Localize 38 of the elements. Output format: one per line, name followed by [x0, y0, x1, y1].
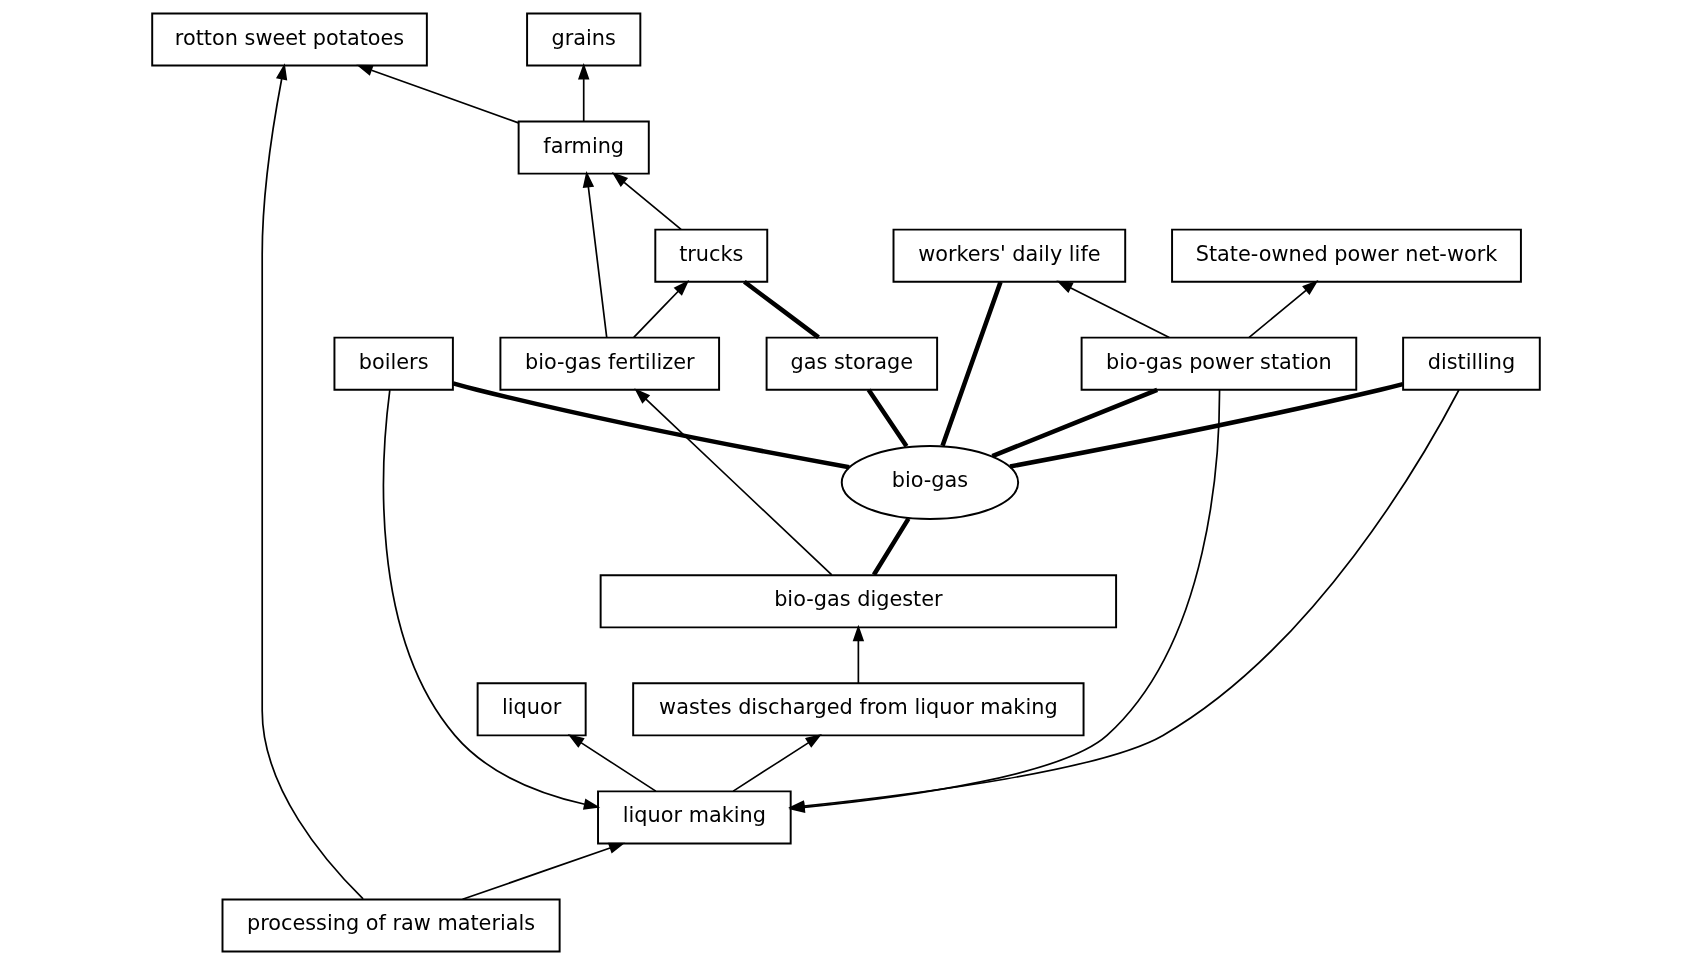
node-box: boilers — [332, 336, 454, 391]
node-box: wastes discharged from liquor making — [631, 682, 1085, 737]
arrow — [461, 842, 625, 901]
node-box: processing of raw materials — [221, 898, 561, 953]
arrow — [633, 388, 833, 576]
connector — [1009, 381, 1403, 469]
node-box: State-owned power net-work — [1170, 228, 1522, 283]
arrow — [611, 172, 682, 231]
node-box: bio-gas power station — [1080, 336, 1357, 391]
arrow — [577, 63, 589, 123]
node-box: workers' daily life — [892, 228, 1126, 283]
connector — [866, 388, 908, 448]
node-box: trucks — [653, 228, 768, 283]
node-box: bio-gas fertilizer — [498, 336, 720, 391]
node-box: rotton sweet potatoes — [150, 12, 428, 67]
connector — [452, 381, 850, 470]
connector — [990, 387, 1158, 459]
arrow — [582, 171, 608, 339]
arrow — [731, 734, 822, 792]
connector — [871, 517, 910, 576]
arrow — [260, 63, 364, 900]
connector — [742, 279, 820, 340]
arrow — [852, 624, 864, 684]
arrow — [1055, 280, 1170, 339]
node-box: gas storage — [765, 336, 938, 391]
connector — [939, 281, 1003, 447]
arrow — [355, 64, 519, 124]
node-box: distilling — [1401, 336, 1541, 391]
node-box: grains — [525, 12, 641, 67]
arrow — [382, 389, 600, 810]
node-box: liquor — [476, 682, 587, 737]
arrow — [632, 279, 689, 339]
node-box: liquor making — [596, 790, 792, 845]
node-box: farming — [517, 120, 650, 175]
node-box: bio-gas digester — [599, 574, 1117, 629]
arrow — [567, 734, 657, 792]
node-ellipse: bio-gas — [840, 445, 1019, 520]
arrow — [1247, 280, 1318, 339]
